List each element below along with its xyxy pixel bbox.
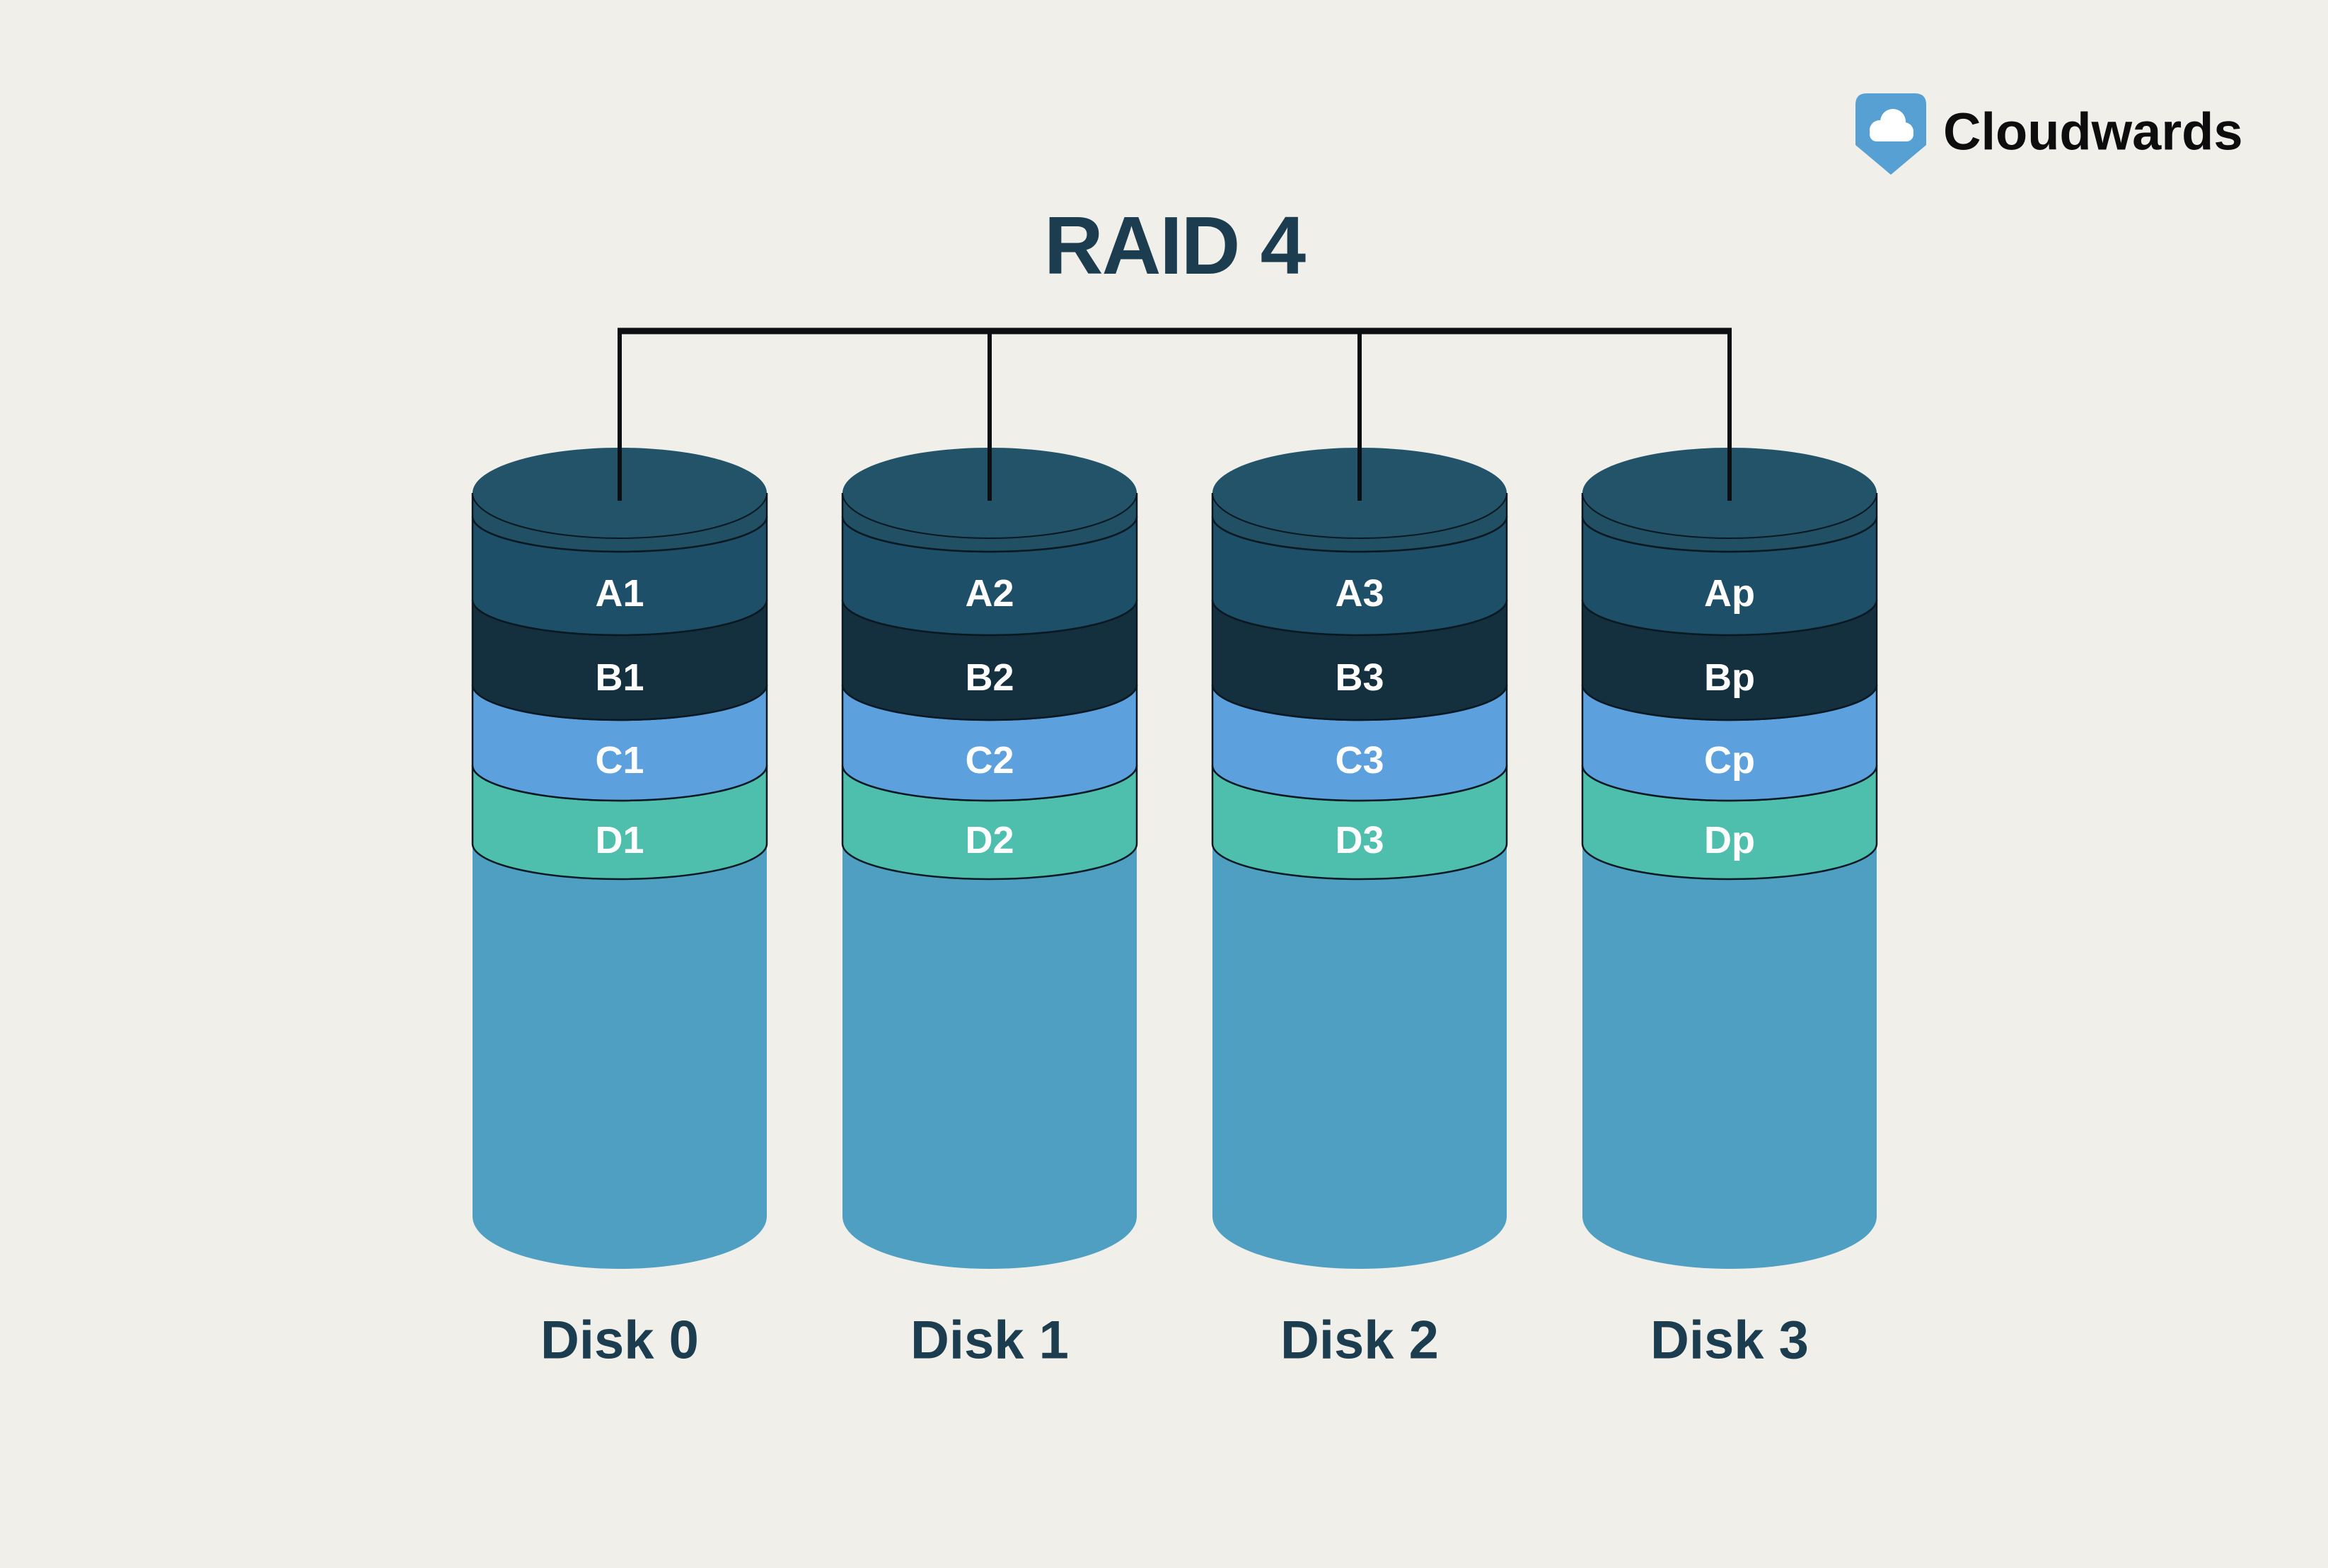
cloud-icon [1870, 109, 1913, 141]
diagram-title: RAID 4 [1044, 199, 1306, 291]
disk-label: Disk 3 [1650, 1311, 1809, 1371]
block-label: Cp [1704, 739, 1755, 782]
block-label: C2 [965, 739, 1014, 782]
cap-front-rim [842, 492, 1137, 539]
cap-wall-outline [471, 493, 768, 553]
disk-label: Disk 2 [1280, 1311, 1439, 1371]
block-label: C3 [1335, 739, 1384, 782]
block-label: D1 [595, 819, 644, 861]
block-label: B1 [595, 656, 644, 699]
connector-lines [618, 327, 1732, 501]
cap-wall-outline [1211, 493, 1508, 553]
cap-wall-outline [1581, 493, 1878, 553]
cap-wall-outline [841, 493, 1138, 553]
disk-label: Disk 1 [910, 1311, 1069, 1371]
block-label: A2 [965, 572, 1014, 615]
block-label: C1 [595, 739, 644, 782]
cap-front-rim [1582, 492, 1877, 539]
block-label: A1 [595, 572, 644, 615]
cap-front-rim [472, 492, 768, 539]
cloudwards-logo: Cloudwards [1855, 93, 2242, 175]
block-label: Ap [1704, 572, 1755, 615]
disk-label: Disk 0 [540, 1311, 699, 1371]
cap-front-rim [1212, 492, 1507, 539]
block-label: B3 [1335, 656, 1384, 699]
block-label: Bp [1704, 656, 1755, 699]
block-label: D2 [965, 819, 1014, 861]
block-label: D3 [1335, 819, 1384, 861]
block-label: Dp [1704, 819, 1755, 861]
block-label: A3 [1335, 572, 1384, 615]
block-label: B2 [965, 656, 1014, 699]
logo-text: Cloudwards [1943, 103, 2242, 161]
